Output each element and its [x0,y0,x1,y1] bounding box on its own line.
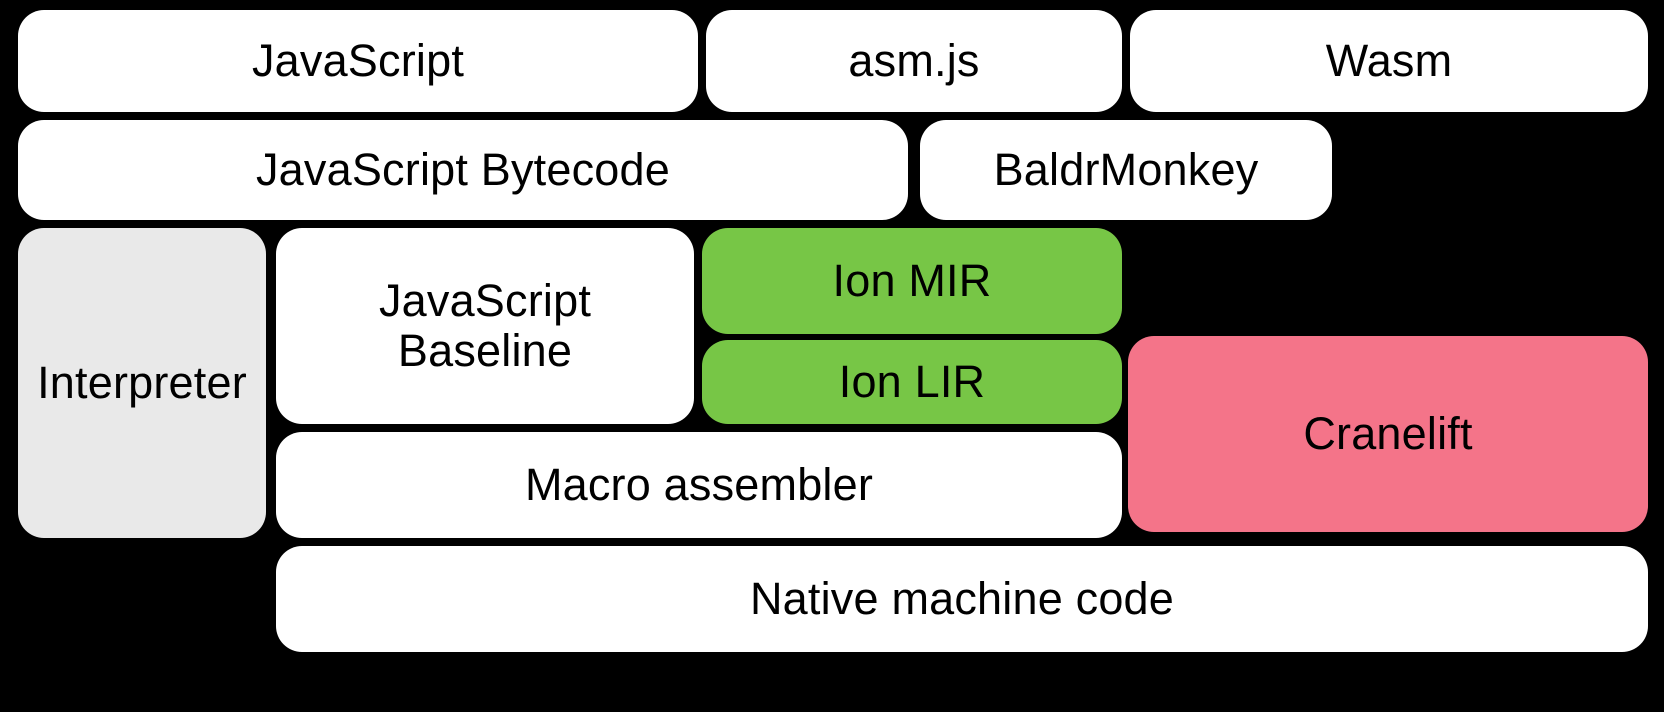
node-ion-mir[interactable]: Ion MIR [702,228,1122,334]
node-asmjs[interactable]: asm.js [706,10,1122,112]
node-interpreter[interactable]: Interpreter [18,228,266,538]
node-javascript[interactable]: JavaScript [18,10,698,112]
node-wasm[interactable]: Wasm [1130,10,1648,112]
node-native-machine-code[interactable]: Native machine code [276,546,1648,652]
node-ion-lir[interactable]: Ion LIR [702,340,1122,424]
node-macro-assembler[interactable]: Macro assembler [276,432,1122,538]
node-javascript-baseline[interactable]: JavaScript Baseline [276,228,694,424]
node-cranelift[interactable]: Cranelift [1128,336,1648,532]
node-javascript-bytecode[interactable]: JavaScript Bytecode [18,120,908,220]
node-baldrmonkey[interactable]: BaldrMonkey [920,120,1332,220]
